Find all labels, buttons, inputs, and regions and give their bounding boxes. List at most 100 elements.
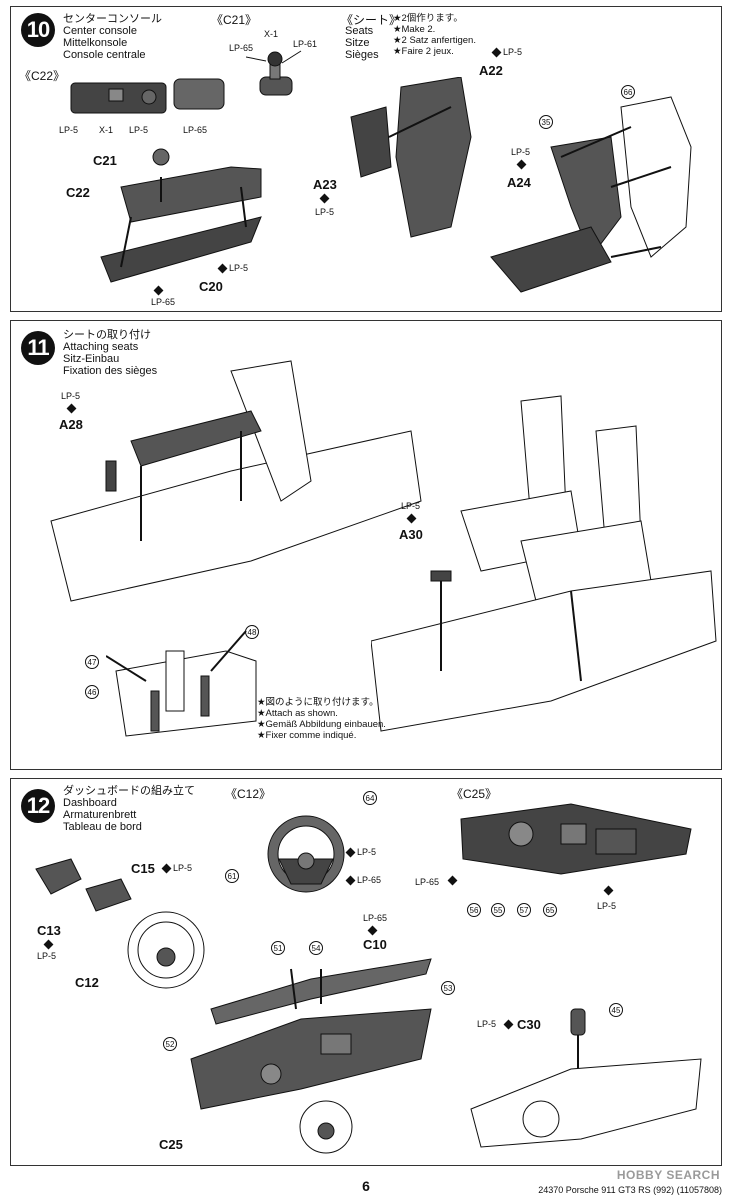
note-fr: ★Faire 2 jeux.	[393, 46, 454, 57]
lp5-label: LP-5	[129, 125, 149, 135]
title-fr: Fixation des sièges	[63, 365, 158, 377]
note-de: ★Gemäß Abbildung einbauen.	[257, 719, 386, 730]
seat-back-drawing	[350, 77, 472, 238]
dashboard-c25-drawing	[460, 803, 692, 875]
decal-52-callout: 52	[163, 1037, 177, 1051]
decal-61-callout: 61	[225, 869, 239, 883]
note-jp: ★図のように取り付けます。	[257, 697, 379, 708]
title-fr: Tableau de bord	[63, 821, 142, 833]
subassembly-c21-label: 《C21》	[211, 13, 258, 27]
part-a28-label: A28	[59, 417, 83, 432]
part-a23-label: A23	[313, 177, 337, 192]
title-jp: シートの取り付け	[63, 329, 151, 341]
title-en: Center console	[63, 25, 137, 37]
make-two-note: ★2個作ります。 ★Make 2. ★2 Satz anfertigen. ★F…	[393, 13, 476, 57]
part-c10-label: C10	[363, 937, 387, 952]
subassembly-c22-label: 《C22》	[19, 69, 66, 83]
part-c15-label: C15	[131, 861, 155, 876]
title-jp: ダッシュボードの組み立て	[63, 785, 195, 797]
decal-35-callout: 35	[539, 115, 553, 129]
lp5-label: LP-5	[401, 501, 421, 511]
decal-56-callout: 56	[467, 903, 481, 917]
step-10-panel: 10 センターコンソール Center console Mittelkonsol…	[10, 6, 722, 312]
x1-label: X-1	[99, 125, 114, 135]
dashboard-install-drawing	[470, 1008, 702, 1148]
watermark: HOBBY SEARCH	[616, 1168, 720, 1182]
step-number-badge: 10	[21, 13, 55, 47]
subassembly-c25-label: 《C25》	[451, 787, 498, 801]
seats-title: Seats Sitze Sièges	[345, 25, 379, 61]
lp65-label: LP-65	[357, 875, 382, 885]
paint-marker	[491, 47, 502, 58]
lp5-label: LP-5	[173, 863, 193, 873]
step-number-badge: 12	[21, 789, 55, 823]
title-de: Sitz-Einbau	[63, 353, 120, 365]
decal-54-callout: 54	[309, 941, 323, 955]
part-a30-label: A30	[399, 527, 423, 542]
c21-shifter-drawing	[246, 50, 302, 96]
lp65-label: LP-65	[415, 877, 440, 887]
step-title: シートの取り付け Attaching seats Sitz-Einbau Fix…	[63, 329, 157, 377]
c22-console-drawing	[70, 78, 225, 114]
product-code: 24370 Porsche 911 GT3 RS (992) (11057808…	[538, 1185, 722, 1195]
attach-as-shown-note: ★図のように取り付けます。 ★Attach as shown. ★Gemäß A…	[257, 697, 386, 741]
decal-64-callout: 64	[363, 791, 377, 805]
step-title: ダッシュボードの組み立て Dashboard Armaturenbrett Ta…	[63, 785, 195, 833]
decal-47-callout: 47	[85, 655, 99, 669]
title-jp: センターコンソール	[63, 13, 162, 25]
part-c22-label: C22	[66, 185, 90, 200]
note-en: ★Attach as shown.	[257, 708, 338, 719]
steering-wheel-install-drawing	[299, 1100, 353, 1154]
title-de: Armaturenbrett	[63, 809, 137, 821]
note-jp: ★2個作ります。	[393, 13, 463, 24]
title-en: Attaching seats	[63, 341, 139, 353]
chassis-right-drawing	[371, 395, 717, 732]
part-c25-label: C25	[159, 1137, 183, 1152]
lp5-label: LP-5	[59, 125, 79, 135]
seats-de: Sitze	[345, 37, 370, 49]
lp5-label: LP-5	[37, 951, 57, 961]
seats-en: Seats	[345, 25, 374, 37]
paint-marker	[603, 885, 614, 896]
lp5-label: LP-5	[503, 47, 523, 57]
part-c13-label: C13	[37, 923, 61, 938]
paint-marker	[367, 925, 378, 936]
decal-65-callout: 65	[543, 903, 557, 917]
title-fr: Console centrale	[63, 49, 146, 61]
lp5-label: LP-5	[315, 207, 335, 217]
decal-66-callout: 66	[621, 85, 635, 99]
paint-marker	[319, 193, 330, 204]
seats-fr: Sièges	[345, 49, 379, 61]
subassembly-seats-label: 《シート》	[341, 13, 402, 27]
lp65-label: LP-65	[183, 125, 208, 135]
seat-assembly-drawing	[490, 96, 692, 293]
part-a24-label: A24	[507, 175, 531, 190]
paint-marker	[161, 863, 172, 874]
step-number-badge: 11	[21, 331, 55, 365]
paint-marker	[43, 939, 54, 950]
decal-45-callout: 45	[609, 1003, 623, 1017]
page-number: 6	[362, 1178, 370, 1194]
stalk-parts-drawing	[35, 858, 132, 912]
steering-wheel-drawing	[127, 911, 205, 989]
decal-46-callout: 46	[85, 685, 99, 699]
lp65-label: LP-65	[229, 43, 254, 53]
lp65-label: LP-65	[363, 913, 388, 923]
console-assembly-drawing	[100, 148, 262, 283]
lp61-label: LP-61	[293, 39, 318, 49]
part-c20-label: C20	[199, 279, 223, 294]
dashboard-assembly-drawing	[190, 958, 432, 1110]
lp5-label: LP-5	[357, 847, 377, 857]
step-11-panel: 11 シートの取り付け Attaching seats Sitz-Einbau …	[10, 320, 722, 770]
lp65-label: LP-65	[151, 297, 176, 307]
part-c12-label: C12	[75, 975, 99, 990]
lp5-label: LP-5	[229, 263, 249, 273]
x1-label: X-1	[264, 29, 279, 39]
part-c21-label: C21	[93, 153, 117, 168]
steering-wheel-c12-drawing	[267, 815, 345, 893]
seat-rail-detail-drawing	[106, 630, 257, 737]
title-en: Dashboard	[63, 797, 117, 809]
note-de: ★2 Satz anfertigen.	[393, 35, 476, 46]
chassis-left-drawing	[50, 360, 422, 602]
decal-53-callout: 53	[441, 981, 455, 995]
